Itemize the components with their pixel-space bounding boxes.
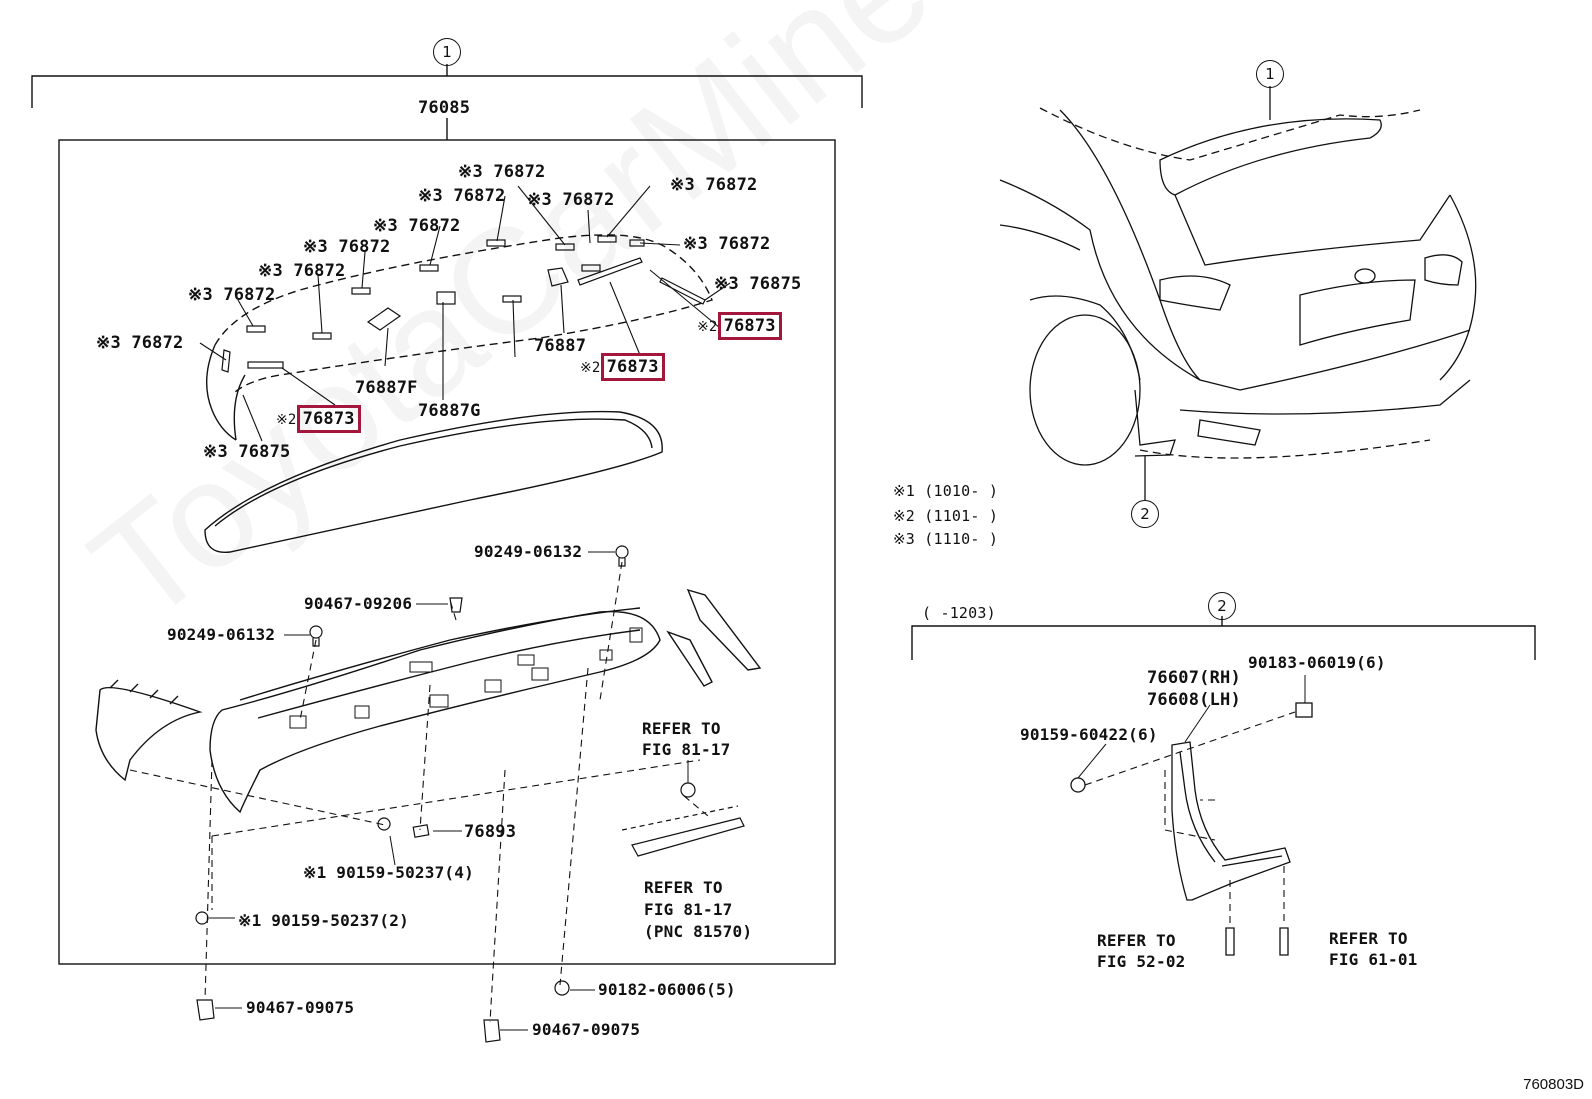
part-label: ※3 76872 <box>683 234 771 254</box>
fastener-label: 90182-06006(5) <box>598 980 736 999</box>
part-label: 76887F <box>355 378 418 398</box>
spoiler-outline <box>214 234 713 393</box>
refer-link[interactable]: FIG 52-02 <box>1097 952 1186 971</box>
right-side-cover <box>686 588 762 671</box>
group2-marker: 2 <box>1208 592 1236 620</box>
part-label: ※3 76875 <box>203 442 291 462</box>
group1-frame <box>58 139 836 965</box>
fastener-label: 90467-09075 <box>246 998 355 1017</box>
fastener-label: 90467-09206 <box>304 594 413 613</box>
note-1: ※1 (1010- ) <box>893 482 999 500</box>
part-label: 76608(LH) <box>1147 690 1241 710</box>
vehicle-marker-1: 1 <box>1256 60 1284 88</box>
part-label: ※3 76872 <box>188 285 276 305</box>
group1-marker: 1 <box>433 38 461 66</box>
part-note-prefix: ※2 <box>580 360 601 376</box>
fastener-label: 90249-06132 <box>474 542 583 561</box>
part-label: ※3 76872 <box>96 333 184 353</box>
mud-guard-assembly-lines <box>1084 711 1296 925</box>
part-note-prefix: ※2 <box>697 319 718 335</box>
refer-link[interactable]: REFER TO <box>642 719 721 738</box>
part-label: 76887G <box>418 401 481 421</box>
refer-link[interactable]: FIG 81-17 <box>642 740 731 759</box>
part-label: ※3 76872 <box>458 162 546 182</box>
spoiler-leaders <box>199 185 731 442</box>
refer-link[interactable]: REFER TO <box>644 878 723 897</box>
vehicle-rear-view <box>999 86 1477 500</box>
part-note-prefix: ※2 <box>276 412 297 428</box>
refer-link[interactable]: FIG 81-17 <box>644 900 733 919</box>
vehicle-marker-2: 2 <box>1131 500 1159 528</box>
spoiler-base <box>209 610 661 814</box>
refer-link[interactable]: REFER TO <box>1097 931 1176 950</box>
spoiler-end-left <box>205 344 237 441</box>
fastener-label: 90183-06019(6) <box>1248 653 1386 672</box>
part-label: ※3 76872 <box>527 190 615 210</box>
fastener-label: 90159-60422(6) <box>1020 725 1158 744</box>
highlight-box: 76873 <box>717 312 782 340</box>
fasteners <box>195 545 745 1043</box>
group2-range: ( -1203) <box>922 604 996 622</box>
highlight-box: 76873 <box>296 405 361 433</box>
pads <box>221 235 706 373</box>
part-label: 76887 <box>534 336 587 356</box>
refer-link[interactable]: REFER TO <box>1329 929 1408 948</box>
diagram-code: 760803D <box>1523 1076 1584 1093</box>
group2-bracket <box>911 625 1536 660</box>
part-label: ※3 76875 <box>714 274 802 294</box>
note-2: ※2 (1101- ) <box>893 507 999 525</box>
left-side-cover <box>95 686 203 782</box>
fastener-leaders <box>209 551 689 1031</box>
note-3: ※3 (1110- ) <box>893 530 999 548</box>
fastener-label: 76893 <box>464 822 517 842</box>
base-details <box>289 627 643 729</box>
part-label: ※3 76872 <box>303 237 391 257</box>
fastener-label: 90249-06132 <box>167 625 276 644</box>
part-label: 76607(RH) <box>1147 668 1241 688</box>
assembly-lines <box>129 561 709 1023</box>
mud-guard-leaders <box>1077 675 1306 779</box>
part-label: ※3 76872 <box>670 175 758 195</box>
part-label: ※3 76872 <box>418 186 506 206</box>
part-label: ※3 76872 <box>373 216 461 236</box>
assembly-number: 76085 <box>418 98 471 118</box>
mud-guard <box>1070 702 1313 956</box>
highlight-box: 76873 <box>600 353 665 381</box>
spoiler-shell <box>204 410 663 554</box>
fastener-label: ※1 90159-50237(4) <box>303 863 474 882</box>
part-label: ※3 76872 <box>258 261 346 281</box>
refer-link[interactable]: FIG 61-01 <box>1329 950 1418 969</box>
refer-link[interactable]: (PNC 81570) <box>644 922 753 941</box>
fastener-label: 90467-09075 <box>532 1020 641 1039</box>
fastener-label: ※1 90159-50237(2) <box>238 911 409 930</box>
